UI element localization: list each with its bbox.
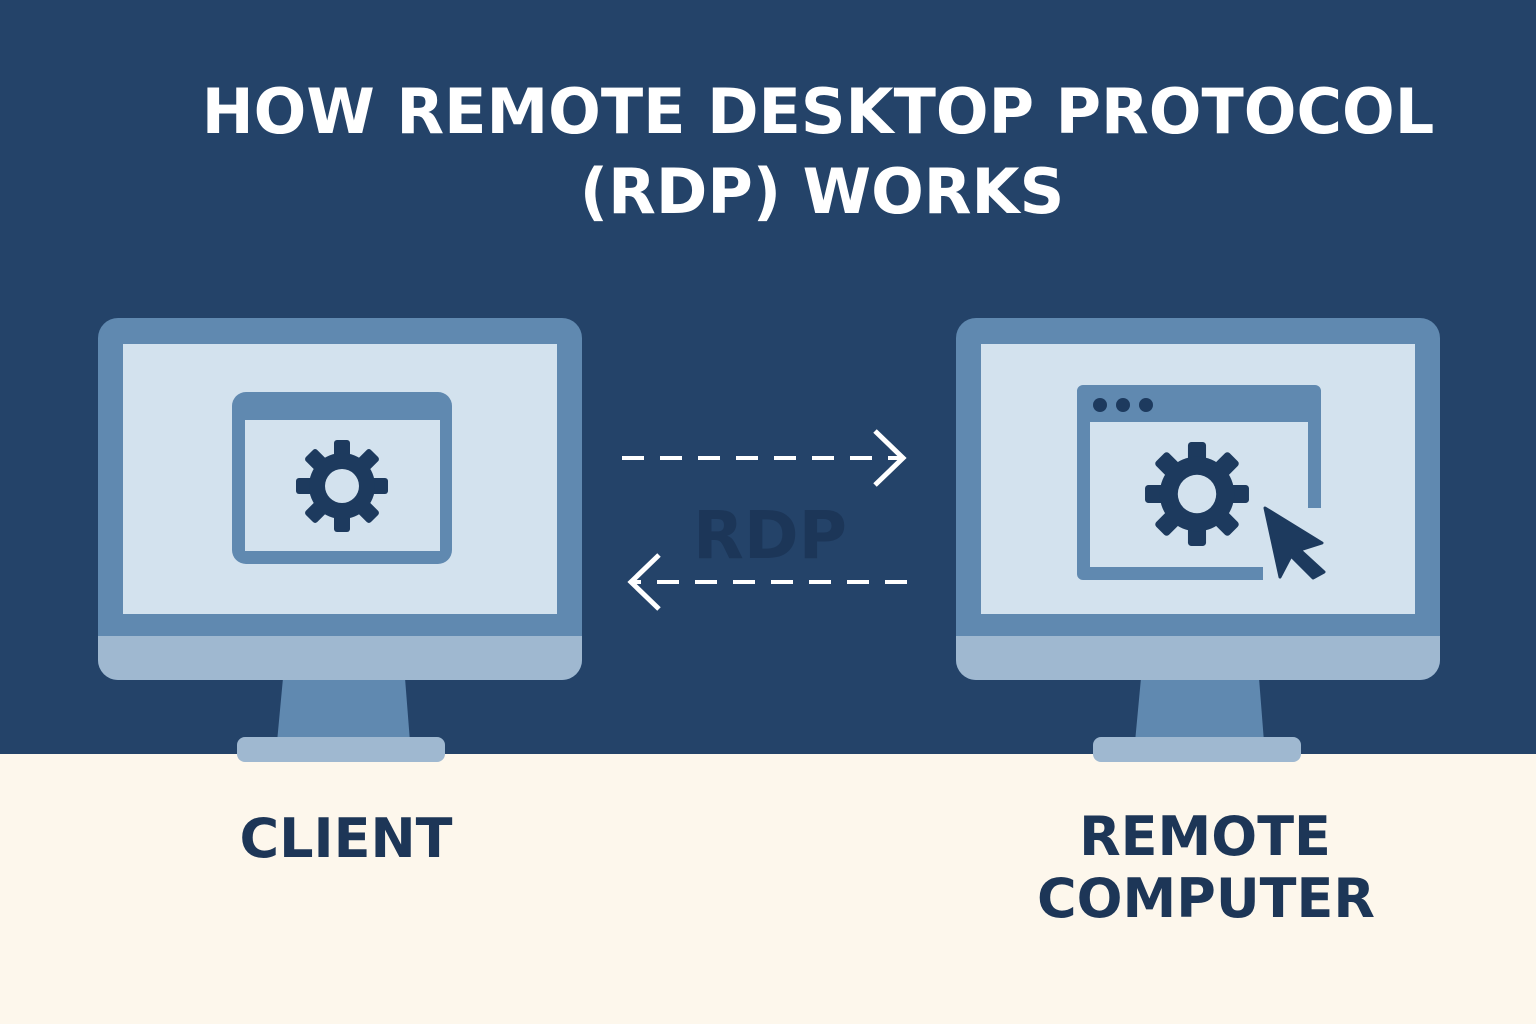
cursor-icon <box>1263 506 1326 580</box>
bottom-background <box>0 754 1536 1024</box>
client-monitor <box>98 318 582 762</box>
rdp-label: RDP <box>693 497 847 574</box>
remote-label-line-1: REMOTE <box>1079 805 1331 868</box>
arrow-to-client <box>627 553 907 611</box>
gear-icon <box>1145 442 1249 546</box>
client-label: CLIENT <box>239 807 452 870</box>
monitor-base <box>237 737 445 762</box>
monitor-stand <box>1135 678 1264 742</box>
remote-label-line-2: COMPUTER <box>1037 867 1375 930</box>
gear-hole <box>1177 474 1217 514</box>
monitor-stand <box>277 678 410 742</box>
window-dot-icon <box>1116 398 1130 412</box>
monitor-chin <box>956 636 1440 680</box>
window-dot-icon <box>1139 398 1153 412</box>
gear-hole <box>325 469 359 503</box>
monitor-chin <box>98 636 582 680</box>
remote-monitor <box>956 318 1440 762</box>
gear-icon <box>296 440 388 532</box>
monitor-base <box>1093 737 1301 762</box>
title-line-2: (RDP) WORKS <box>580 155 1064 228</box>
window-dot-icon <box>1093 398 1107 412</box>
title-line-1: HOW REMOTE DESKTOP PROTOCOL <box>202 75 1434 148</box>
arrow-to-remote <box>622 429 907 487</box>
